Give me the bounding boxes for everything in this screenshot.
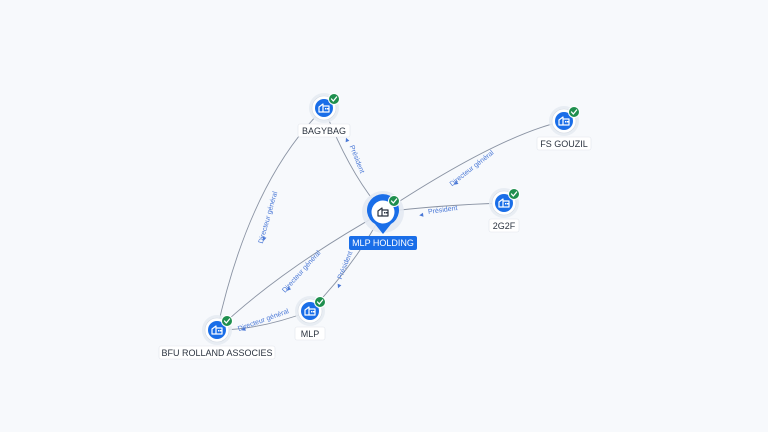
node-label: MLP HOLDING [352, 238, 414, 248]
edge-fs_gouzil-mlp_holding: Directeur général [382, 120, 565, 213]
edge-arrow-icon [262, 236, 267, 242]
verified-check-icon [388, 195, 400, 207]
node-label-bg [297, 123, 351, 138]
node-label-bg [294, 326, 326, 341]
nodes-layer: MLP HOLDING BAGYBAG FS GOUZIL 2G2F MLP BFU RO… [158, 93, 592, 360]
node-label: 2G2F [493, 221, 516, 231]
node-label-bg [488, 218, 520, 233]
company-icon [211, 325, 223, 335]
company-icon [498, 198, 510, 208]
company-icon [304, 306, 316, 316]
node-label-bg [536, 136, 592, 151]
edge-label: Directeur général [449, 149, 496, 188]
node-label: FS GOUZIL [540, 139, 588, 149]
node-fs_gouzil[interactable]: FS GOUZIL [536, 106, 592, 151]
edge-arrow-icon [337, 283, 342, 289]
node-label: MLP [301, 329, 320, 339]
node-bfu[interactable]: BFU ROLLAND ASSOCIES [158, 315, 276, 360]
node-label-bg [349, 236, 417, 250]
node-label-bg [158, 345, 276, 360]
verified-check-icon [508, 188, 520, 200]
edge-arrow-icon [345, 137, 350, 143]
node-mlp[interactable]: MLP [294, 296, 326, 341]
company-icon [377, 207, 389, 217]
node-mlp_holding[interactable]: MLP HOLDING [349, 191, 417, 250]
verified-check-icon [314, 296, 326, 308]
edge-label: Président [348, 144, 366, 174]
node-label: BAGYBAG [302, 126, 346, 136]
node-bagybag[interactable]: BAGYBAG [297, 93, 351, 138]
company-icon [318, 103, 330, 113]
verified-check-icon [328, 93, 340, 105]
edge-line [216, 211, 384, 331]
edge-label: Président [428, 205, 458, 216]
verified-check-icon [568, 106, 580, 118]
edge-arrow-icon [241, 326, 246, 331]
edge-arrow-icon [419, 212, 424, 217]
edge-arrow-icon [454, 180, 459, 185]
company-icon [558, 116, 570, 126]
verified-check-icon [221, 315, 233, 327]
edge-arrow-icon [286, 286, 292, 291]
node-2g2f[interactable]: 2G2F [488, 188, 520, 233]
focus-pin-inner [371, 200, 395, 224]
edge-line [382, 120, 565, 213]
node-label: BFU ROLLAND ASSOCIES [161, 348, 272, 358]
edge-label: Président [337, 250, 355, 280]
